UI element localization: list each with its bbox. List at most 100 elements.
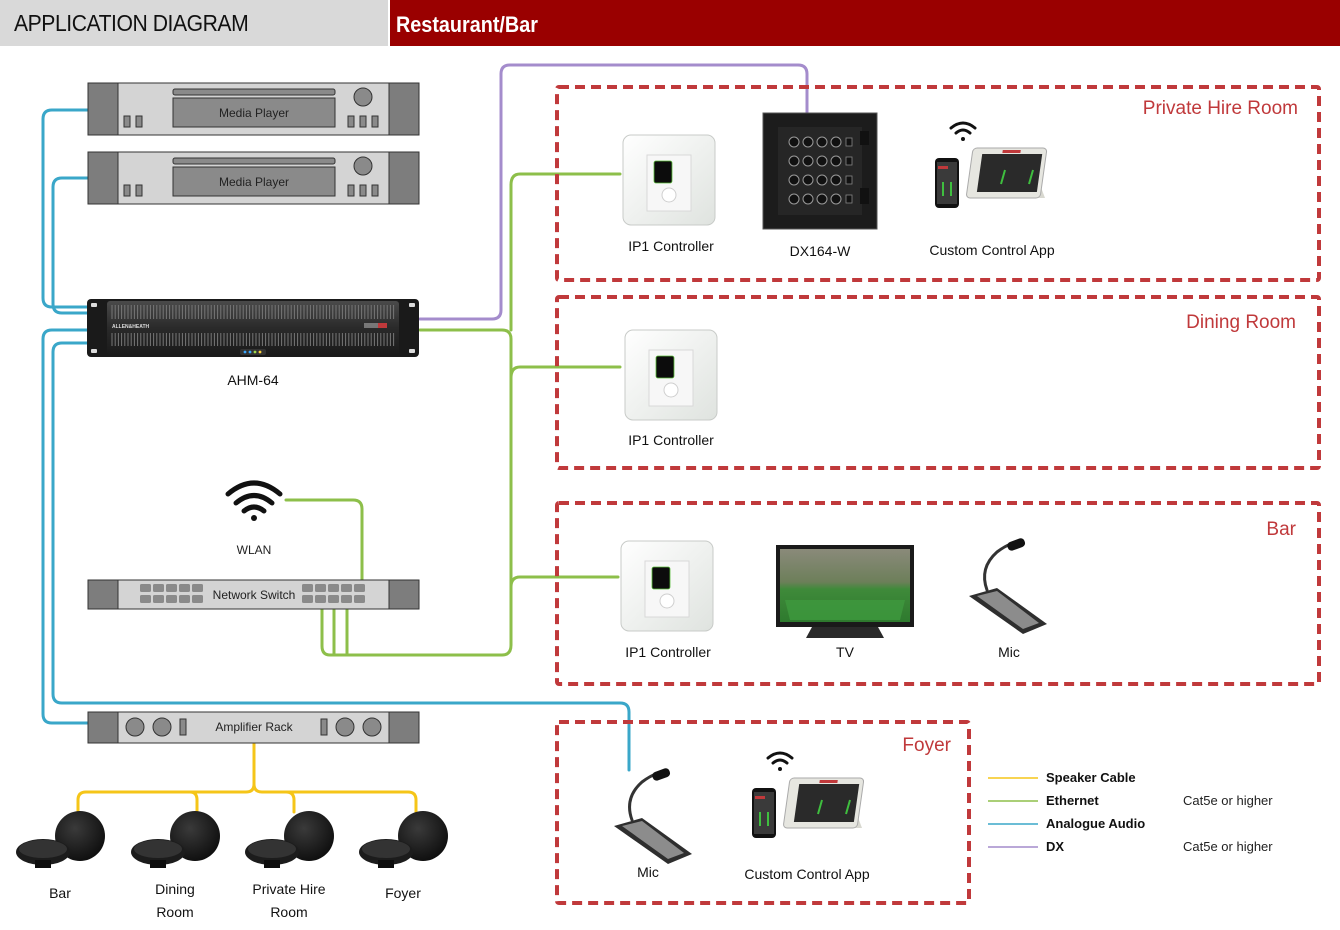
ethernet-cable-ip1-dining [509, 365, 622, 380]
ethernet-cable-ahm [320, 328, 513, 657]
xlr-jack [816, 155, 828, 167]
ip1-controller-icon [622, 134, 716, 226]
etherCON-port [845, 156, 853, 166]
xlr-jack [788, 174, 800, 186]
switch-port [166, 595, 177, 603]
mic-bar-label: Mic [998, 644, 1020, 660]
switch-port [153, 595, 164, 603]
ip1-controller-icon [624, 329, 718, 421]
media-player-1-label: Media Player [219, 106, 289, 120]
wifi-icon [766, 751, 794, 771]
xlr-jack [816, 136, 828, 148]
ip1-controller-bar: IP1 Controller [620, 540, 714, 660]
svg-text:Cat5e or higher: Cat5e or higher [1183, 793, 1273, 808]
speaker-icon [359, 811, 448, 868]
speaker-cable-private [284, 790, 296, 814]
paging-mic-icon [969, 538, 1047, 634]
xlr-jack [830, 155, 842, 167]
analogue-cable-media-player-2 [51, 176, 90, 315]
header-restaurant-bar: Restaurant/Bar [390, 0, 1340, 46]
switch-port [341, 584, 352, 592]
legend: Speaker Cable Ethernet Cat5e or higher A… [988, 770, 1273, 854]
switch-port [315, 584, 326, 592]
speaker-label-line1: Dining [155, 881, 195, 897]
header-application-diagram: APPLICATION DIAGRAM [0, 0, 388, 46]
ethernet-cable-wlan [284, 498, 364, 585]
switch-port [140, 584, 151, 592]
xlr-jack [788, 136, 800, 148]
svg-text:Speaker Cable: Speaker Cable [1046, 770, 1136, 785]
speaker-label-line2: Room [156, 904, 193, 920]
network-switch: Network Switch [87, 579, 420, 610]
xlr-jack [816, 193, 828, 205]
xlr-jack [830, 193, 842, 205]
switch-port [179, 595, 190, 603]
switch-port [328, 584, 339, 592]
network-switch-label: Network Switch [213, 588, 296, 602]
switch-port [315, 595, 326, 603]
ahm-64-label: AHM-64 [227, 372, 279, 388]
dx-xlr-jacks [788, 131, 869, 205]
zone-bar: Bar [555, 501, 1321, 686]
mic-bar: Mic [969, 538, 1047, 660]
svg-text:Cat5e or higher: Cat5e or higher [1183, 839, 1273, 854]
etherCON-port [845, 137, 853, 147]
ip1-controller-private: IP1 Controller [622, 134, 716, 254]
custom-control-app-foyer: Custom Control App [744, 751, 870, 882]
dx-cable [418, 63, 809, 321]
speaker-cable-bus [76, 782, 418, 814]
tv-icon [776, 545, 914, 638]
dx164-w-label: DX164-W [790, 243, 851, 259]
svg-text:DX: DX [1046, 839, 1064, 854]
tv: TV [776, 545, 914, 660]
speaker-icon [131, 811, 220, 868]
media-player-2-label: Media Player [219, 175, 289, 189]
legend-item-speaker-cable: Speaker Cable [988, 770, 1136, 785]
switch-port [179, 584, 190, 592]
switch-port [328, 595, 339, 603]
amplifier-rack: Amplifier Rack [87, 711, 420, 744]
ceiling-speaker-1: Bar [16, 811, 105, 901]
legend-item-ethernet: Ethernet Cat5e or higher [988, 793, 1273, 808]
custom-control-app-foyer-label: Custom Control App [744, 866, 869, 882]
xlr-jack [788, 193, 800, 205]
switch-port [192, 595, 203, 603]
wlan-label: WLAN [237, 543, 272, 557]
zone-title-bar: Bar [1266, 519, 1296, 540]
speaker-label-line1: Private Hire [252, 881, 325, 897]
media-player-2: Media Player [87, 151, 420, 205]
switch-port [302, 595, 313, 603]
ip1-controller-bar-label: IP1 Controller [625, 644, 711, 660]
ip1-controller-dining: IP1 Controller [624, 329, 718, 448]
switch-port [192, 584, 203, 592]
header-title: APPLICATION DIAGRAM [14, 10, 249, 36]
ahm-64-unit: ALLEN&HEATH AHM-64 [87, 299, 419, 388]
zone-title-dining: Dining Room [1186, 312, 1296, 333]
speaker-icon [245, 811, 334, 868]
cables [41, 63, 809, 814]
switch-port [140, 595, 151, 603]
xlr-jack [802, 155, 814, 167]
custom-control-app-icon [935, 121, 1048, 208]
paging-mic-icon [614, 768, 692, 864]
ip1-controller-icon [620, 540, 714, 632]
ceiling-speaker-4: Foyer [359, 811, 448, 901]
xlr-jack [802, 174, 814, 186]
zone-private-hire-room: Private Hire Room [555, 85, 1321, 282]
header-subtitle: Restaurant/Bar [396, 12, 538, 37]
ethernet-cable-ip1-private [509, 172, 622, 187]
mic-foyer-label: Mic [637, 864, 659, 880]
custom-control-app-private-label: Custom Control App [929, 242, 1054, 258]
custom-control-app-icon [752, 751, 865, 838]
switch-port [166, 584, 177, 592]
speaker-cable-dining [188, 790, 199, 814]
speaker-icon [16, 811, 105, 868]
custom-control-app-private: Custom Control App [929, 121, 1055, 258]
legend-item-analogue-audio: Analogue Audio [988, 816, 1145, 831]
ahm-vent-grille [111, 305, 395, 346]
speaker-label-line1: Bar [49, 885, 71, 901]
